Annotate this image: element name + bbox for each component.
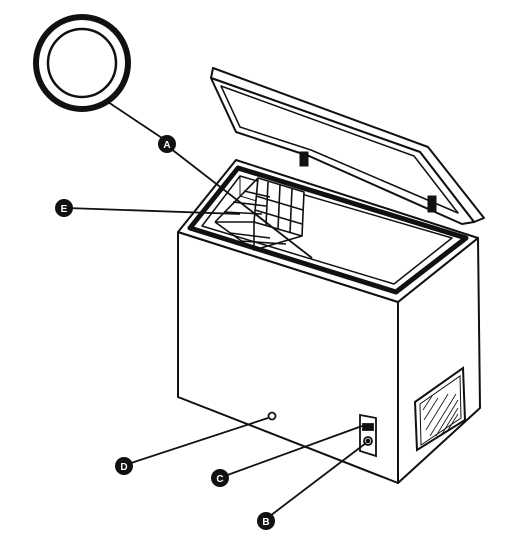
callout-b: B: [257, 512, 275, 530]
lid-hinges: [299, 151, 437, 213]
drain-plug: [267, 411, 277, 421]
leader-lines: [66, 101, 367, 520]
callout-a: A: [158, 135, 176, 153]
gasket-detail-inset: [33, 14, 131, 112]
leader-line-c: [221, 425, 363, 478]
leader-line-e: [66, 207, 241, 215]
callout-a-label: A: [163, 140, 170, 151]
callout-c-label: C: [216, 474, 223, 485]
condenser-grill: [413, 366, 467, 452]
leader-line-a-inset: [107, 101, 166, 141]
freezer-lid: [210, 67, 485, 225]
callout-b-label: B: [262, 517, 269, 528]
control-panel: [359, 413, 377, 458]
indicator-light: [362, 423, 374, 431]
callout-c: C: [211, 469, 229, 487]
callout-d: D: [115, 457, 133, 475]
leader-line-b: [265, 442, 367, 520]
callout-e-label: E: [61, 204, 68, 215]
leader-line-a-gasket: [169, 147, 313, 259]
callout-e: E: [55, 199, 73, 217]
leader-line-d: [124, 417, 269, 466]
callout-d-label: D: [120, 462, 127, 473]
